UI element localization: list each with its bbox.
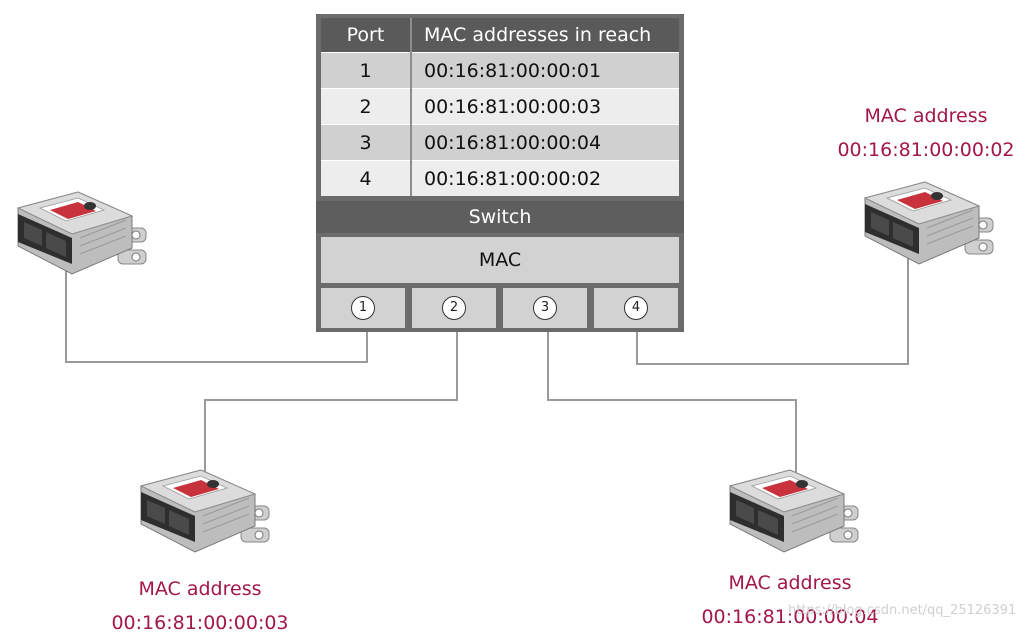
mac-cell-value: 00:16:81:00:00:04: [411, 124, 679, 161]
wire-port-2: [204, 332, 458, 485]
wire-port-4: [636, 256, 909, 365]
wire-port-1: [65, 262, 368, 363]
port-cell-value: 4: [321, 160, 412, 196]
watermark: https://blog.csdn.net/qq_25126391: [788, 603, 1017, 618]
port-cell-value: 3: [321, 124, 412, 161]
mac-address-caption: MAC address: [728, 572, 852, 594]
table-row: 2 00:16:81:00:00:03: [321, 88, 679, 125]
table-header-row: Port MAC addresses in reach: [321, 18, 679, 53]
ecu-device-bottom-left: [140, 469, 270, 553]
switch-port-3: 3: [503, 288, 587, 328]
mac-address-caption: MAC address: [138, 578, 262, 600]
mac-cell-value: 00:16:81:00:00:03: [411, 88, 679, 125]
column-header-port: Port: [321, 18, 412, 53]
mac-address-table: Port MAC addresses in reach 1 00:16:81:0…: [321, 18, 679, 196]
ecu-device-left: [17, 191, 147, 275]
device-bottom-right-mac-label: MAC address 00:16:81:00:00:04: [670, 566, 910, 634]
table-row: 4 00:16:81:00:00:02: [321, 160, 679, 196]
port-cell-value: 1: [321, 52, 412, 89]
mac-layer-block: MAC: [321, 237, 679, 283]
device-bottom-left-mac-label: MAC address 00:16:81:00:00:03: [80, 572, 320, 640]
ecu-device-right: [864, 181, 994, 265]
port-number-badge: 4: [624, 296, 648, 320]
table-row: 1 00:16:81:00:00:01: [321, 52, 679, 89]
switch-port-4: 4: [594, 288, 678, 328]
device-right-mac-label: MAC address 00:16:81:00:00:02: [806, 99, 1034, 167]
mac-address-value: 00:16:81:00:00:02: [837, 139, 1015, 161]
port-cell-value: 2: [321, 88, 412, 125]
switch-port-2: 2: [412, 288, 496, 328]
ecu-device-bottom-right: [729, 469, 859, 553]
port-number-badge: 1: [351, 296, 375, 320]
switch-label: Switch: [316, 201, 684, 233]
wire-port-3: [547, 332, 797, 485]
port-number-badge: 2: [442, 296, 466, 320]
table-row: 3 00:16:81:00:00:04: [321, 124, 679, 161]
mac-cell-value: 00:16:81:00:00:02: [411, 160, 679, 196]
column-header-mac: MAC addresses in reach: [411, 18, 679, 53]
mac-address-value: 00:16:81:00:00:04: [701, 606, 879, 628]
port-number-badge: 3: [533, 296, 557, 320]
mac-address-value: 00:16:81:00:00:03: [111, 612, 289, 634]
network-switch: Port MAC addresses in reach 1 00:16:81:0…: [316, 14, 684, 332]
switch-port-1: 1: [321, 288, 405, 328]
mac-address-caption: MAC address: [864, 105, 988, 127]
mac-cell-value: 00:16:81:00:00:01: [411, 52, 679, 89]
